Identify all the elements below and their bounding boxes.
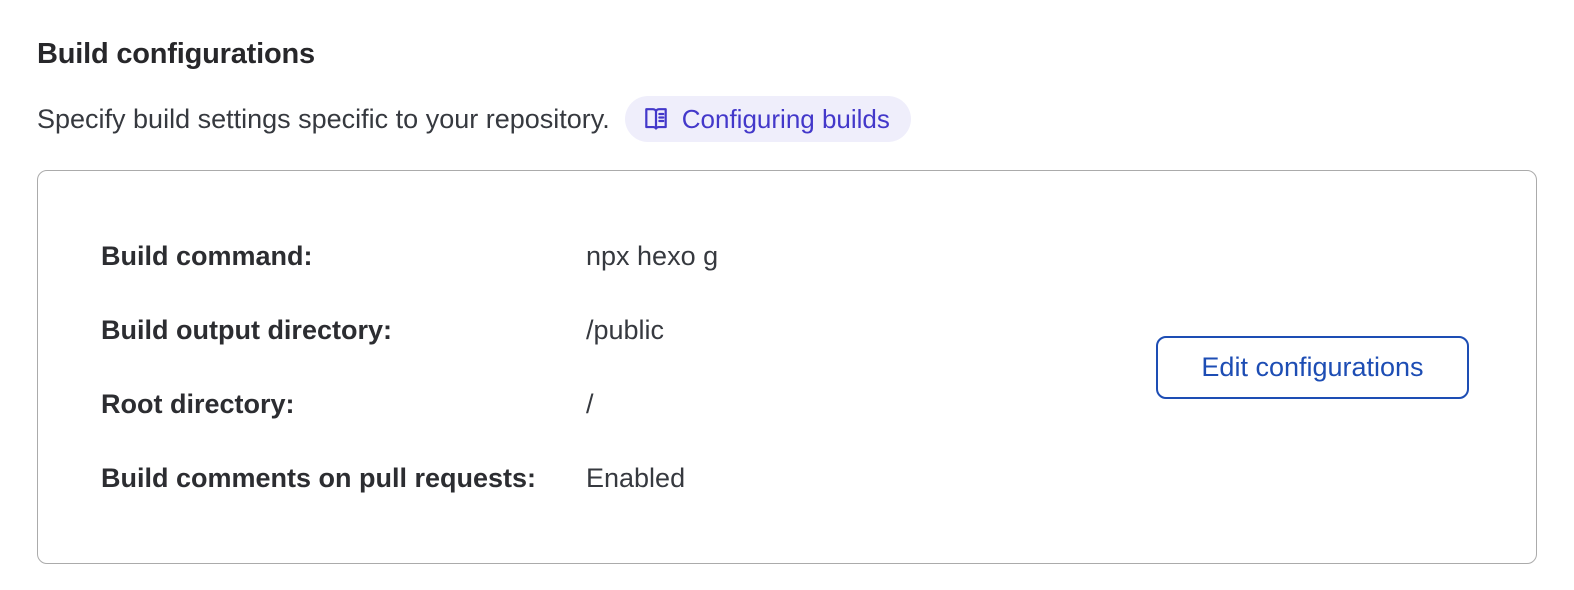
field-value: npx hexo g <box>586 241 719 271</box>
build-settings-fields: Build command: npx hexo g Build output d… <box>101 240 718 494</box>
field-row-build-comments: Build comments on pull requests: Enabled <box>101 462 718 494</box>
field-label: Build comments on pull requests: <box>101 463 537 493</box>
field-label: Build output directory: <box>101 315 392 345</box>
field-row-root-directory: Root directory: / <box>101 388 718 420</box>
section-description-row: Specify build settings specific to your … <box>37 96 1537 142</box>
field-label: Build command: <box>101 241 313 271</box>
docs-link-label: Configuring builds <box>681 103 890 134</box>
section-title: Build configurations <box>37 38 315 70</box>
field-row-build-command: Build command: npx hexo g <box>101 240 718 272</box>
build-settings-card: Build command: npx hexo g Build output d… <box>37 170 1537 564</box>
section-description: Specify build settings specific to your … <box>37 104 610 134</box>
field-row-build-output-directory: Build output directory: /public <box>101 314 718 346</box>
open-book-icon <box>642 105 670 133</box>
edit-configurations-button[interactable]: Edit configurations <box>1156 335 1469 399</box>
field-value: /public <box>586 315 665 345</box>
field-label: Root directory: <box>101 389 295 419</box>
field-value: Enabled <box>586 463 686 493</box>
configuring-builds-link[interactable]: Configuring builds <box>624 96 911 142</box>
field-value: / <box>586 389 594 419</box>
build-configurations-section: Build configurations Specify build setti… <box>37 38 1537 564</box>
